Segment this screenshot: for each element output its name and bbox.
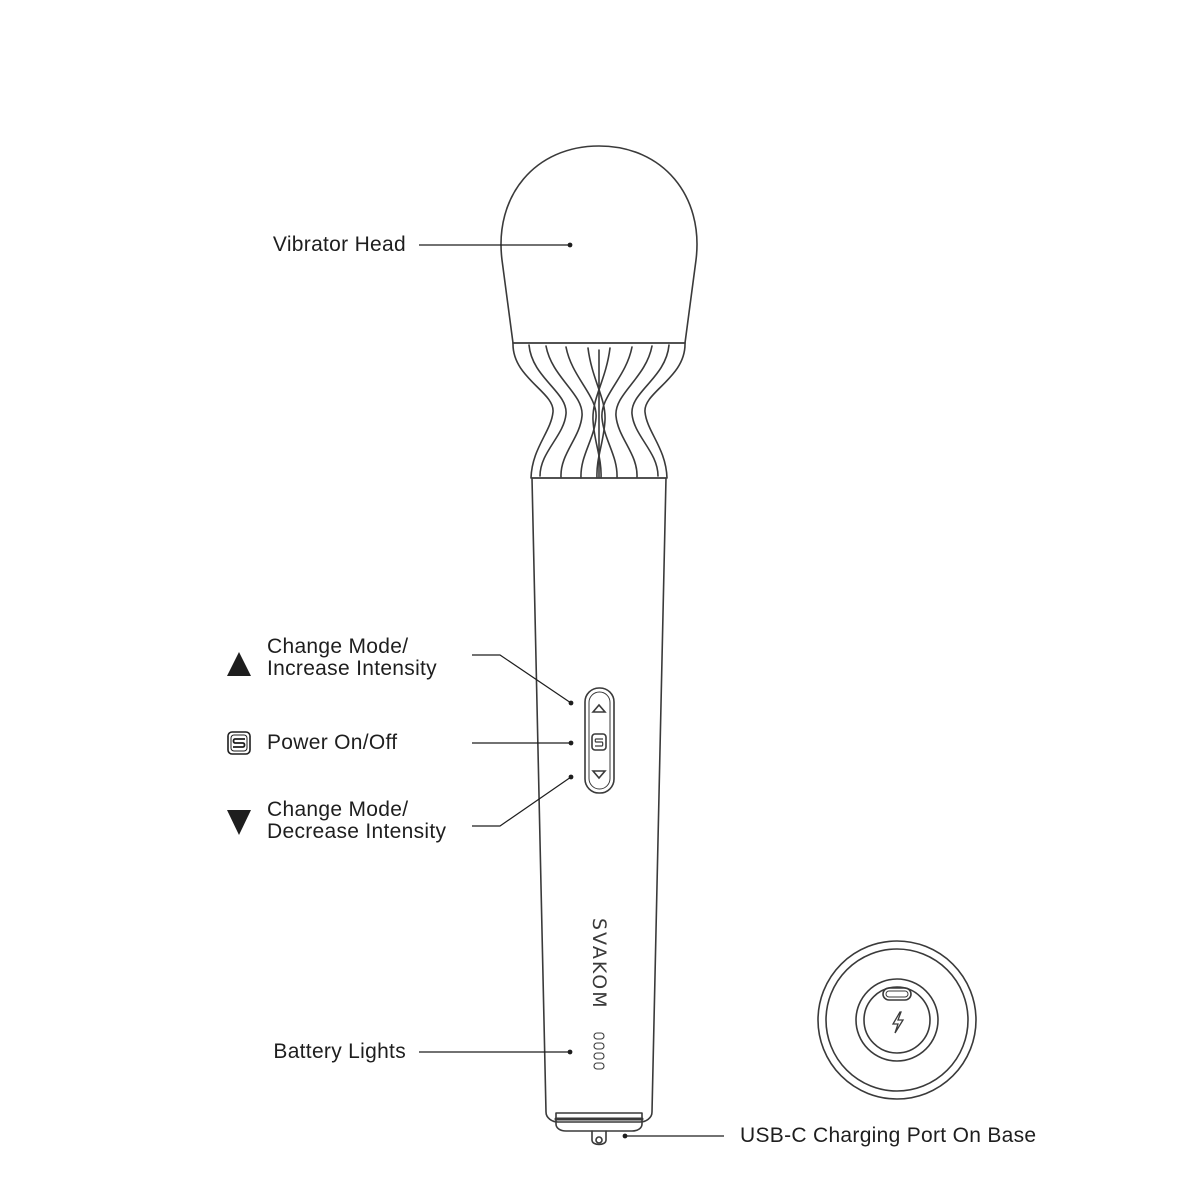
lightning-bolt-icon [891,1011,905,1034]
usb-port-label: USB-C Charging Port On Base [740,1124,1037,1147]
increase-button-icon[interactable] [591,703,607,713]
vibrator-head-label: Vibrator Head [272,233,406,256]
battery-lights [593,1032,605,1070]
svakom-s-icon [227,731,251,755]
decrease-intensity-label: Change Mode/ Decrease Intensity [267,798,447,843]
increase-intensity-label: Change Mode/ Increase Intensity [267,635,437,680]
neck-ribs [512,342,686,479]
vibrator-head-shape [500,145,698,344]
brand-logo: SVAKOM [588,918,610,1010]
wand [500,145,698,1146]
usb-c-port [882,987,912,1001]
power-label: Power On/Off [267,731,398,754]
decrease-button-icon[interactable] [591,770,607,780]
triangle-down-icon [227,810,251,835]
control-panel [584,687,615,794]
base-cap [555,1112,643,1132]
handle-shape [531,477,667,1123]
leader-dots [567,242,628,1139]
leader-lines [419,244,724,1137]
battery-lights-label: Battery Lights [273,1040,406,1063]
power-button-icon[interactable] [591,733,607,751]
charging-pin [591,1130,607,1146]
triangle-up-icon [227,652,251,676]
base-bottom-view [817,940,977,1100]
